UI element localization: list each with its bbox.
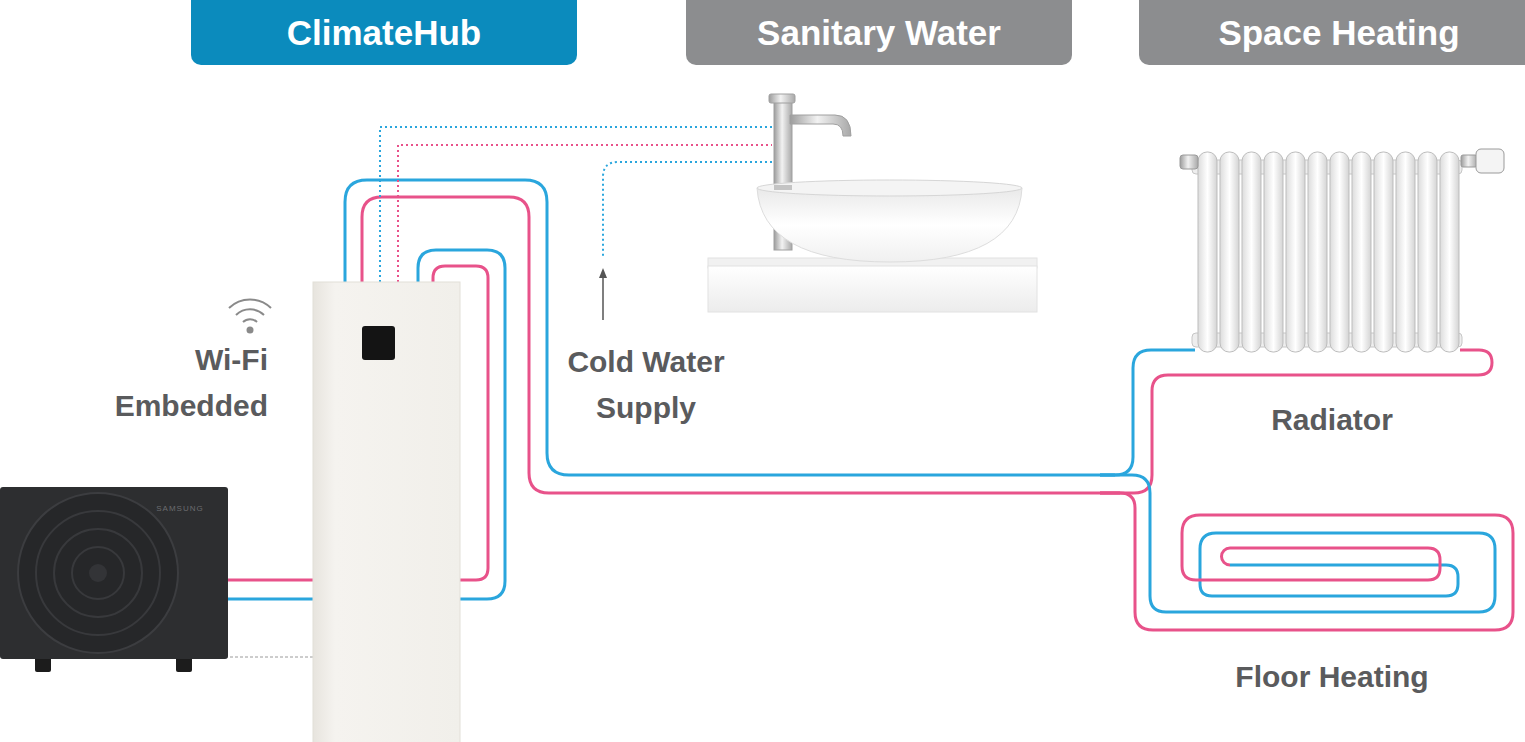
counter-front <box>708 266 1037 312</box>
faucet-lever <box>769 94 795 103</box>
radiator-section <box>1418 152 1437 352</box>
radiator-section <box>1308 152 1327 352</box>
wifi-symbol <box>243 319 257 322</box>
radiator-section <box>1440 152 1459 352</box>
fan-grille <box>18 493 178 653</box>
cold-water-pipe <box>380 127 772 282</box>
radiator-section <box>1242 152 1261 352</box>
control-display <box>362 326 395 360</box>
fan-hub <box>89 564 107 582</box>
radiator-section <box>1352 152 1371 352</box>
basin-rim <box>757 180 1022 196</box>
brand-mark: SAMSUNG <box>140 503 220 515</box>
radiator-section <box>1374 152 1393 352</box>
component-label: Radiator <box>1182 397 1482 443</box>
radiator-pipe <box>1100 350 1492 493</box>
supply-arrow-head <box>599 268 607 278</box>
hot-water-pipe <box>398 145 772 282</box>
floor-heating-loop <box>1100 475 1495 612</box>
fan-grille <box>54 529 142 617</box>
header-text: ClimateHub <box>287 12 481 54</box>
radiator-valve <box>1180 155 1198 169</box>
radiator-section <box>1264 152 1283 352</box>
thermostatic-head <box>1476 149 1504 173</box>
wifi-symbol <box>229 299 271 308</box>
faucet-collar <box>774 185 792 190</box>
header-tab: Sanitary Water <box>686 0 1072 65</box>
radiator-section <box>1286 152 1305 352</box>
component-label: Floor Heating <box>1182 654 1482 700</box>
basin-bowl <box>757 188 1022 262</box>
faucet-spout <box>790 115 851 136</box>
radiator-pipe <box>1100 350 1195 475</box>
thermostatic-valve <box>1461 155 1477 167</box>
wifi-symbol <box>236 309 264 315</box>
cold-water-pipe <box>603 162 772 258</box>
refrigerant-pipe <box>225 579 318 582</box>
outdoor-unit <box>0 487 228 659</box>
refrigerant-pipe <box>225 598 318 601</box>
fan-grille <box>72 547 124 599</box>
radiator-section <box>1396 152 1415 352</box>
radiator-section <box>1198 152 1217 352</box>
callout-label: Cold Water Supply <box>546 339 746 431</box>
header-text: Sanitary Water <box>757 12 1001 54</box>
header-tab: ClimateHub <box>191 0 577 65</box>
fan-grille <box>36 511 160 635</box>
control-cable <box>225 657 318 658</box>
header-tab: Space Heating <box>1139 0 1525 65</box>
radiator-section <box>1330 152 1349 352</box>
feature-label: Wi-Fi Embedded <box>88 337 268 429</box>
indoor-unit <box>313 282 460 742</box>
return-pipe <box>362 197 1120 493</box>
header-text: Space Heating <box>1218 12 1459 54</box>
supply-arrow <box>602 276 604 320</box>
radiator-section <box>1220 152 1239 352</box>
floor-heating-loop <box>1100 493 1513 630</box>
wifi-symbol <box>247 327 254 334</box>
